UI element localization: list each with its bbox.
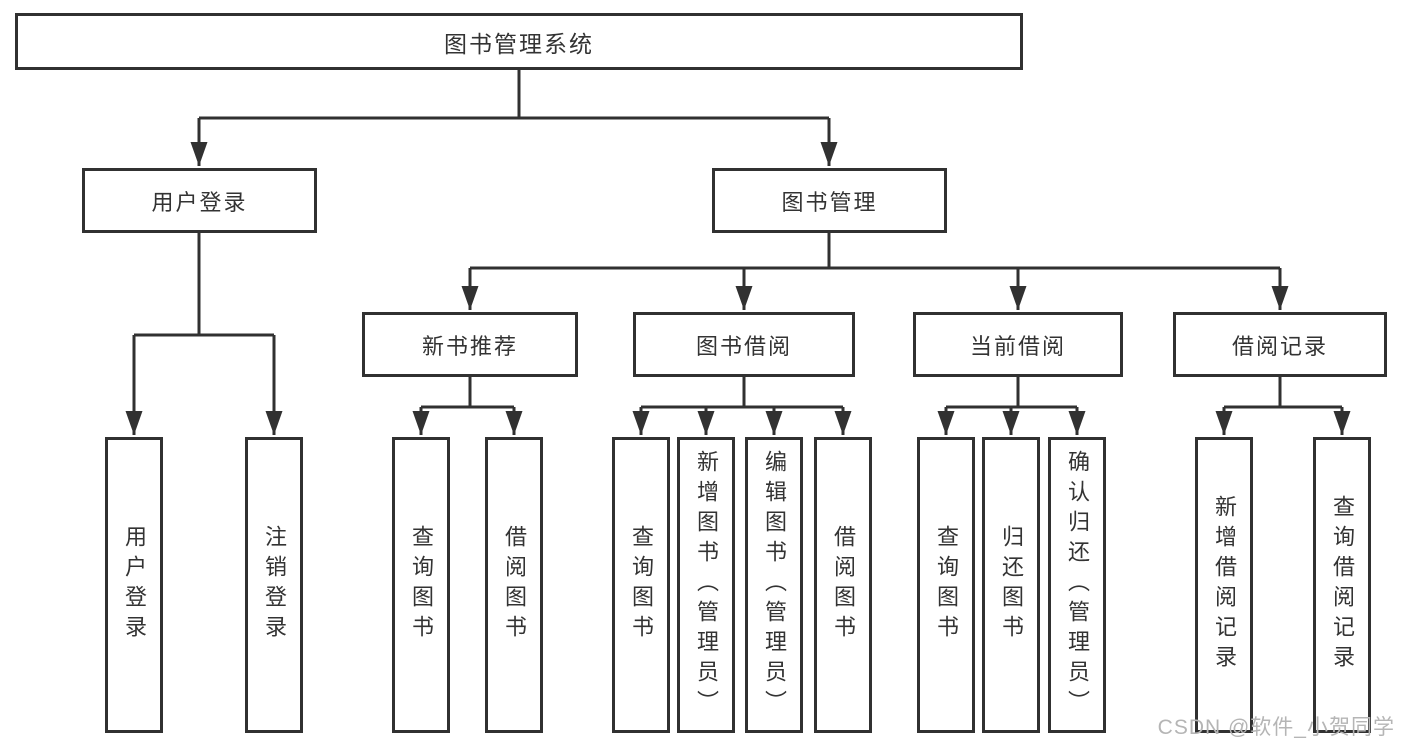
leaf-confirm-return-admin: 确认归还（管理员） <box>1048 437 1106 733</box>
node-current-borrow: 当前借阅 <box>913 312 1123 377</box>
leaf-borrow-book: 借阅图书 <box>814 437 872 733</box>
leaf-confirm-return-admin-label: 确认归还（管理员） <box>1065 450 1090 720</box>
leaf-query-borrow-record-label: 查询借阅记录 <box>1330 495 1355 675</box>
node-user-login: 用户登录 <box>82 168 317 233</box>
leaf-edit-book-admin-label: 编辑图书（管理员） <box>762 450 787 720</box>
node-borrow-record: 借阅记录 <box>1173 312 1387 377</box>
node-borrow-record-label: 借阅记录 <box>1231 333 1328 359</box>
leaf-return-book-label: 归还图书 <box>999 525 1024 645</box>
node-current-borrow-label: 当前借阅 <box>969 333 1066 359</box>
leaf-return-book: 归还图书 <box>982 437 1040 733</box>
leaf-query-book-recommend-label: 查询图书 <box>409 525 434 645</box>
node-user-login-label: 用户登录 <box>151 189 248 215</box>
node-new-book-recommend: 新书推荐 <box>362 312 578 377</box>
leaf-user-login: 用户登录 <box>105 437 163 733</box>
leaf-borrow-book-recommend: 借阅图书 <box>485 437 543 733</box>
node-book-borrow-label: 图书借阅 <box>695 333 792 359</box>
leaf-user-login-label: 用户登录 <box>122 525 147 645</box>
leaf-query-book-borrow-label: 查询图书 <box>629 525 654 645</box>
leaf-edit-book-admin: 编辑图书（管理员） <box>745 437 803 733</box>
node-book-borrow: 图书借阅 <box>633 312 855 377</box>
csdn-watermark: CSDN @软件_小贺同学 <box>1157 716 1395 739</box>
node-root: 图书管理系统 <box>15 13 1023 70</box>
leaf-logout-login-label: 注销登录 <box>262 525 287 645</box>
leaf-add-book-admin: 新增图书（管理员） <box>677 437 735 733</box>
leaf-add-borrow-record-label: 新增借阅记录 <box>1212 495 1237 675</box>
leaf-query-book-borrow: 查询图书 <box>612 437 670 733</box>
leaf-query-book-current-label: 查询图书 <box>934 525 959 645</box>
leaf-add-book-admin-label: 新增图书（管理员） <box>694 450 719 720</box>
node-new-book-recommend-label: 新书推荐 <box>421 333 518 359</box>
leaf-borrow-book-label: 借阅图书 <box>831 525 856 645</box>
leaf-query-borrow-record: 查询借阅记录 <box>1313 437 1371 733</box>
leaf-logout-login: 注销登录 <box>245 437 303 733</box>
leaf-add-borrow-record: 新增借阅记录 <box>1195 437 1253 733</box>
leaf-borrow-book-recommend-label: 借阅图书 <box>502 525 527 645</box>
leaf-query-book-recommend: 查询图书 <box>392 437 450 733</box>
node-root-label: 图书管理系统 <box>444 30 594 57</box>
node-book-management-label: 图书管理 <box>781 189 878 215</box>
leaf-query-book-current: 查询图书 <box>917 437 975 733</box>
node-book-management: 图书管理 <box>712 168 947 233</box>
